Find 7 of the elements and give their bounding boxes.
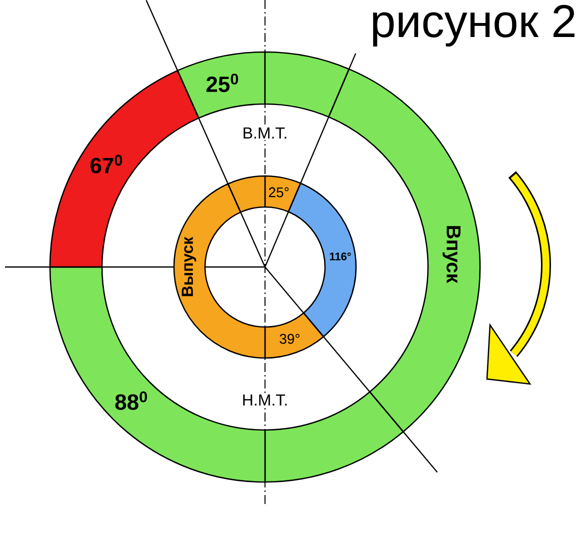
ring-segment: 25$^{0}$ bbox=[176, 51, 266, 119]
title: рисунок 2 bbox=[373, 4, 574, 47]
ring-segment bbox=[264, 51, 350, 118]
position-label: В.М.Т. bbox=[240, 126, 290, 140]
ring-segment bbox=[227, 175, 266, 213]
position-label: Н.М.Т. bbox=[240, 393, 290, 407]
ring-segment: 39° bbox=[264, 312, 324, 359]
